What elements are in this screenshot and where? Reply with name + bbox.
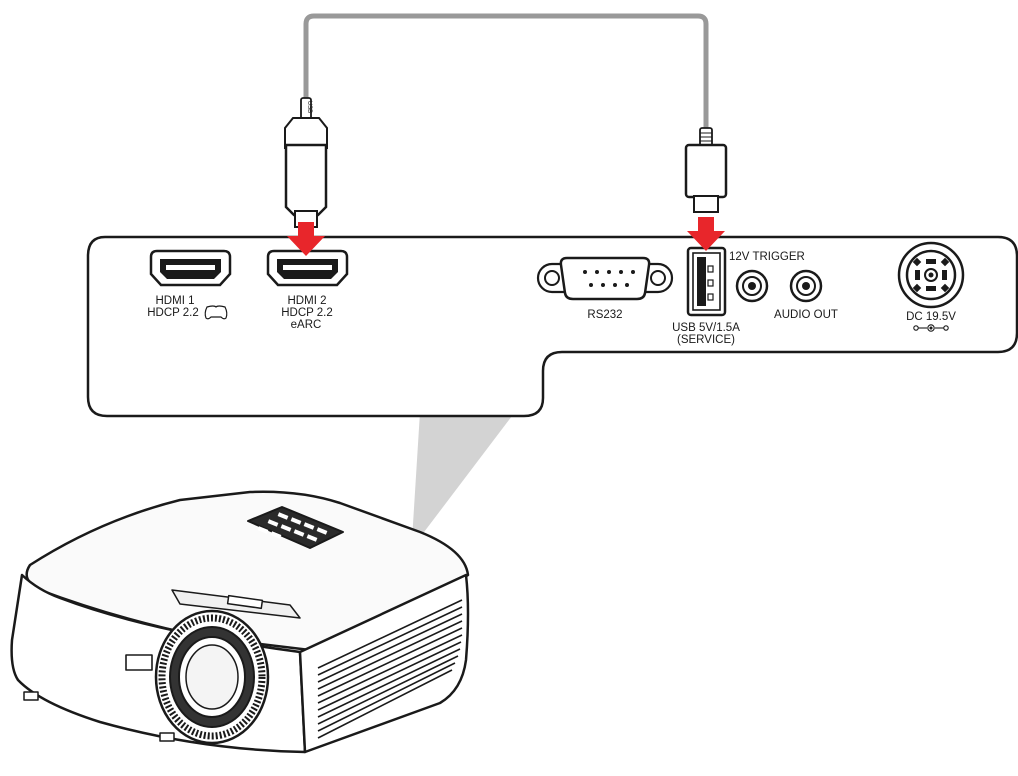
hdmi2-label: HDMI 2 [288, 295, 327, 307]
hdmi1-hdcp-label: HDCP 2.2 [147, 307, 199, 319]
usb-service-label: (SERVICE) [677, 334, 735, 346]
hdmi2-port [266, 249, 349, 287]
usb-port [686, 246, 727, 317]
rs232-label: RS232 [587, 309, 622, 321]
callout-wedge [412, 412, 515, 540]
trigger-label: 12V TRIGGER [729, 251, 805, 263]
dc-power-port [897, 241, 965, 309]
insert-arrow-icon [287, 222, 325, 256]
usb-dongle-label: USB [306, 101, 312, 113]
audio-out-jack [789, 269, 823, 303]
usb-label: USB 5V/1.5A [672, 322, 740, 334]
rs232-port [536, 256, 674, 301]
projector [10, 490, 470, 754]
hdmi2-earc-label: eARC [291, 319, 322, 331]
usb-cable [303, 13, 709, 138]
dc-polarity-icon [913, 324, 949, 332]
insert-arrow-icon [687, 217, 725, 251]
audio-out-label: AUDIO OUT [774, 309, 838, 321]
usb-dongle [284, 97, 328, 228]
hdmi1-label: HDMI 1 [156, 295, 195, 307]
dc-label: DC 19.5V [906, 311, 956, 323]
gamepad-icon [204, 305, 228, 320]
hdmi2-hdcp-label: HDCP 2.2 [281, 307, 333, 319]
usb-plug [684, 127, 728, 213]
trigger-jack [735, 269, 769, 303]
hdmi1-port [149, 249, 232, 287]
